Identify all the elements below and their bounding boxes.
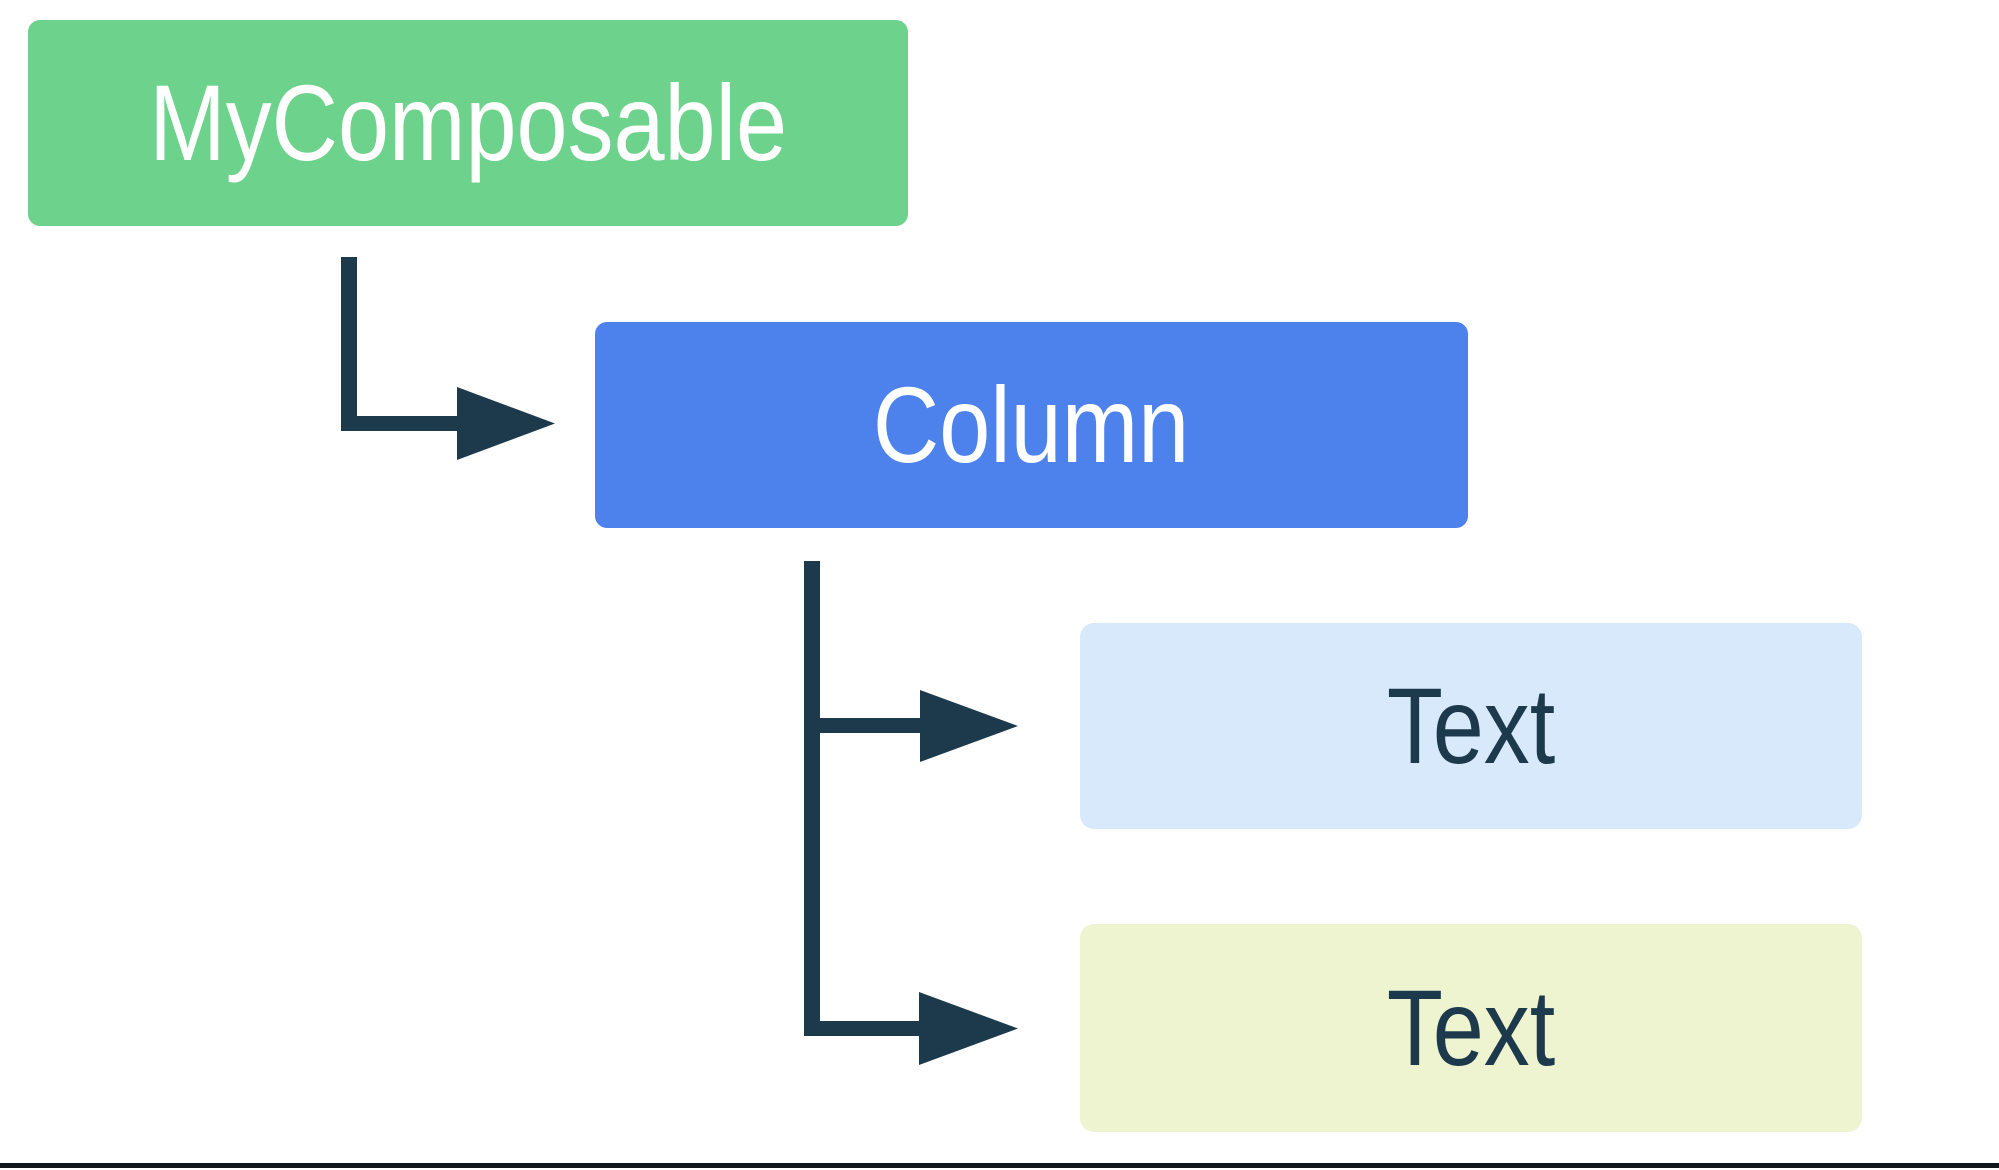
arrowhead-to-text-2-icon xyxy=(919,992,1018,1065)
node-text-1-label: Text xyxy=(1386,665,1556,786)
bottom-border-line xyxy=(0,1163,1999,1168)
node-text-2-label: Text xyxy=(1386,967,1556,1088)
arrowhead-to-column-icon xyxy=(457,387,555,460)
node-column: Column xyxy=(595,322,1468,528)
connector-column-to-text-2-horizontal xyxy=(804,1021,921,1036)
node-column-label: Column xyxy=(873,364,1190,485)
node-my-composable: MyComposable xyxy=(28,20,908,226)
node-text-2: Text xyxy=(1080,924,1862,1132)
connector-mycomposable-to-column-vertical xyxy=(341,257,357,431)
arrowhead-to-text-1-icon xyxy=(920,690,1018,762)
connector-mycomposable-to-column-horizontal xyxy=(341,416,458,431)
connector-column-to-text-1-horizontal xyxy=(804,718,921,733)
node-text-1: Text xyxy=(1080,623,1862,829)
node-my-composable-label: MyComposable xyxy=(149,62,787,183)
connector-column-trunk-vertical xyxy=(804,561,820,1036)
